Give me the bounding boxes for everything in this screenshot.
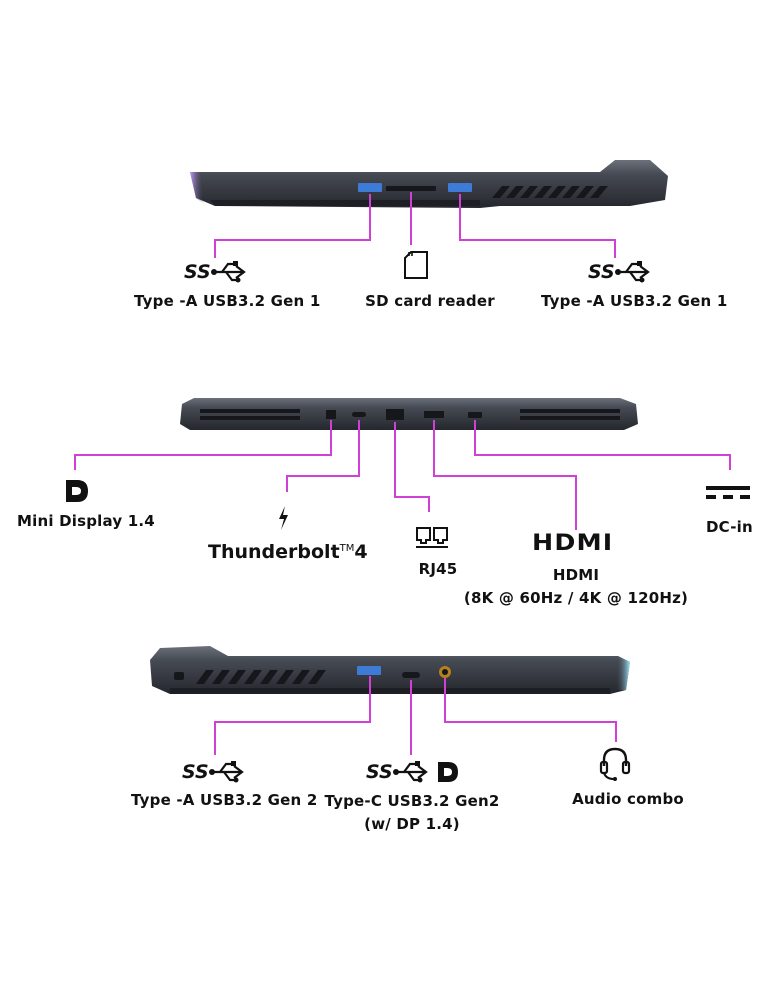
mini-displayport bbox=[326, 410, 336, 419]
rj45-port bbox=[386, 409, 404, 420]
svg-text:SS: SS bbox=[366, 761, 393, 783]
rear-vent-left bbox=[200, 409, 300, 420]
hdmi-port bbox=[424, 411, 444, 418]
usb-a-gen2-port bbox=[357, 666, 381, 675]
port-label-hdmi: HDMI bbox=[552, 566, 600, 584]
port-label-usb-a-gen1-right: Type -A USB3.2 Gen 1 bbox=[541, 292, 728, 310]
port-label-thunderbolt: ThunderboltTM4 bbox=[208, 541, 368, 563]
rear-vent-right bbox=[520, 409, 620, 420]
hdmi-logo-icon: HDMI bbox=[532, 531, 614, 556]
port-label-usb-c-dp: (w/ DP 1.4) bbox=[364, 815, 460, 833]
superspeed-usb-icon: SS bbox=[182, 761, 244, 783]
laptop-left-side-view bbox=[190, 160, 668, 208]
thunderbolt-port bbox=[352, 412, 366, 417]
port-label-hdmi-spec: (8K @ 60Hz / 4K @ 120Hz) bbox=[463, 589, 689, 607]
port-label-audio-combo: Audio combo bbox=[572, 790, 684, 808]
port-label-rj45: RJ45 bbox=[418, 560, 458, 578]
superspeed-usb-icon: SS bbox=[366, 761, 428, 783]
connector-lines-left bbox=[214, 192, 616, 258]
headset-icon bbox=[599, 747, 631, 781]
usb-a-port-1 bbox=[358, 183, 382, 192]
port-label-usb-a-gen2: Type -A USB3.2 Gen 2 bbox=[131, 791, 318, 809]
port-label-mini-display: Mini Display 1.4 bbox=[17, 512, 155, 530]
port-label-usb-c-gen2: Type-C USB3.2 Gen2 bbox=[324, 792, 500, 810]
connector-lines-right bbox=[214, 676, 617, 755]
port-label-usb-a-gen1-left: Type -A USB3.2 Gen 1 bbox=[134, 292, 321, 310]
svg-text:SS: SS bbox=[588, 261, 615, 283]
superspeed-usb-icon: SS bbox=[588, 261, 650, 283]
port-label-sd-card-reader: SD card reader bbox=[365, 292, 495, 310]
ethernet-icon bbox=[416, 527, 448, 548]
superspeed-usb-icon: SS bbox=[184, 261, 246, 283]
usb-c-port bbox=[402, 672, 420, 678]
vent-grille-right bbox=[196, 670, 326, 684]
usb-a-port-2 bbox=[448, 183, 472, 192]
displayport-icon bbox=[66, 480, 88, 502]
svg-text:SS: SS bbox=[184, 261, 211, 283]
dc-power-icon bbox=[706, 486, 750, 499]
thunderbolt-icon bbox=[279, 506, 288, 530]
dc-in-port bbox=[468, 412, 482, 418]
vent-grille bbox=[492, 186, 608, 198]
thunderbolt-version: 4 bbox=[354, 541, 368, 563]
thunderbolt-name: Thunderbolt bbox=[208, 541, 340, 563]
connector-lines-rear bbox=[74, 420, 731, 530]
displayport-icon bbox=[438, 762, 458, 782]
thunderbolt-tm: TM bbox=[339, 543, 355, 554]
sd-card-icon bbox=[404, 251, 428, 279]
laptop-rear-view bbox=[180, 398, 638, 430]
laptop-right-side-view bbox=[150, 646, 630, 694]
sd-card-slot bbox=[386, 186, 436, 191]
kensington-lock bbox=[174, 672, 184, 680]
port-label-dc-in: DC-in bbox=[706, 518, 753, 536]
svg-text:SS: SS bbox=[182, 761, 209, 783]
